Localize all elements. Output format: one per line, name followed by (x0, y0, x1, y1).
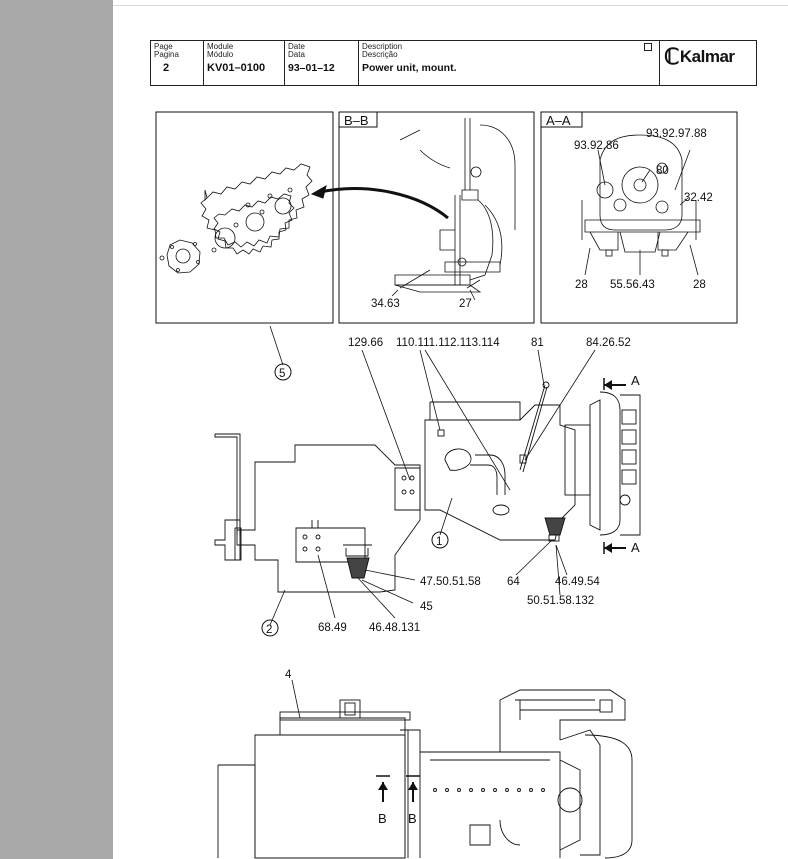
date-label: Date (288, 42, 305, 51)
side-view-illustration (217, 689, 633, 859)
arrow-b-left-icon (378, 782, 388, 790)
callout-84-26-52: 84.26.52 (586, 337, 631, 349)
callout-circle-1 (431, 531, 449, 549)
callout-80: 80 (656, 165, 669, 177)
callout-2: 2 (266, 624, 272, 636)
aa-section-illustration (581, 134, 701, 257)
engine-assembly-illustration (214, 381, 641, 593)
callout-50-51-58-132: 50.51.58.132 (527, 595, 594, 607)
kalmar-mark-icon: ℂ (664, 44, 679, 69)
callout-93-92-86: 93.92.86 (574, 140, 619, 152)
arrow-a-top-icon (604, 380, 612, 390)
aa-label-box (540, 111, 583, 128)
callout-4: 4 (285, 669, 292, 681)
document-page (113, 0, 788, 859)
callout-5: 5 (279, 368, 285, 380)
description-value: Power unit, mount. (362, 62, 457, 74)
callout-55-56-43: 55.56.43 (610, 279, 655, 291)
callout-34-63: 34.63 (371, 298, 400, 310)
gear-stack-illustration (159, 163, 313, 274)
callout-68-49: 68.49 (318, 622, 347, 634)
section-a-top-label: A (631, 373, 640, 388)
page-number: 2 (163, 62, 170, 74)
callout-129-66: 129.66 (348, 337, 383, 349)
bb-section-illustration (391, 118, 516, 301)
leader-lines (269, 149, 699, 719)
callout-45: 45 (420, 601, 433, 613)
callout-46-48-131: 46.48.131 (369, 622, 420, 634)
callout-1: 1 (436, 536, 442, 548)
callout-64: 64 (507, 576, 520, 588)
detail-frame-parts (155, 111, 334, 324)
callout-28-left: 28 (575, 279, 588, 291)
callout-81: 81 (531, 337, 544, 349)
checkbox-icon (644, 43, 652, 51)
callout-46-49-54: 46.49.54 (555, 576, 600, 588)
callout-110-114: 110.111.112.113.114 (396, 337, 500, 349)
callout-circle-2 (261, 619, 279, 637)
module-cell: Module Módulo KV01–0100 (204, 41, 285, 85)
left-margin-bar (0, 0, 113, 859)
page-label-alt: Pagina (154, 50, 179, 59)
logo-cell (659, 41, 756, 85)
callout-27: 27 (459, 298, 472, 310)
arrowhead-icon (310, 184, 327, 199)
date-label-alt: Data (288, 50, 305, 59)
module-value: KV01–0100 (207, 62, 266, 74)
arrow-b-right-icon (408, 782, 418, 790)
callout-32-42: 32.42 (684, 192, 713, 204)
date-value: 93–01–12 (288, 62, 335, 74)
detail-frame-aa (540, 111, 738, 324)
callout-47-50-51-58: 47.50.51.58 (420, 576, 481, 588)
section-b-right-label: B (408, 811, 417, 826)
detail-frame-bb (338, 111, 535, 324)
callout-93-92-97-88: 93.92.97.88 (646, 128, 707, 140)
description-label: Description (362, 42, 403, 51)
module-label: Module (207, 42, 234, 51)
top-rule (113, 5, 788, 6)
arrow-a-bottom-icon (604, 543, 612, 553)
title-block: Page Pagina 2 Module Módulo KV01–0100 Da… (150, 40, 757, 86)
logo-text: Kalmar (679, 47, 735, 66)
section-b-left-label: B (378, 811, 387, 826)
description-label-alt: Descrição (362, 50, 398, 59)
section-a-bottom-label: A (631, 540, 640, 555)
bb-label-box (338, 111, 378, 128)
detail-arrow (319, 187, 449, 220)
kalmar-logo: ℂKalmar (664, 44, 735, 69)
aa-view-label: A–A (546, 113, 571, 128)
module-label-alt: Módulo (207, 50, 234, 59)
description-cell: Description Descrição Power unit, mount. (359, 41, 659, 85)
page-cell: Page Pagina 2 (151, 41, 204, 85)
date-cell: Date Data 93–01–12 (285, 41, 359, 85)
callout-28-right: 28 (693, 279, 706, 291)
callout-circle-5 (274, 363, 292, 381)
page-label: Page (154, 42, 173, 51)
bb-view-label: B–B (344, 113, 369, 128)
